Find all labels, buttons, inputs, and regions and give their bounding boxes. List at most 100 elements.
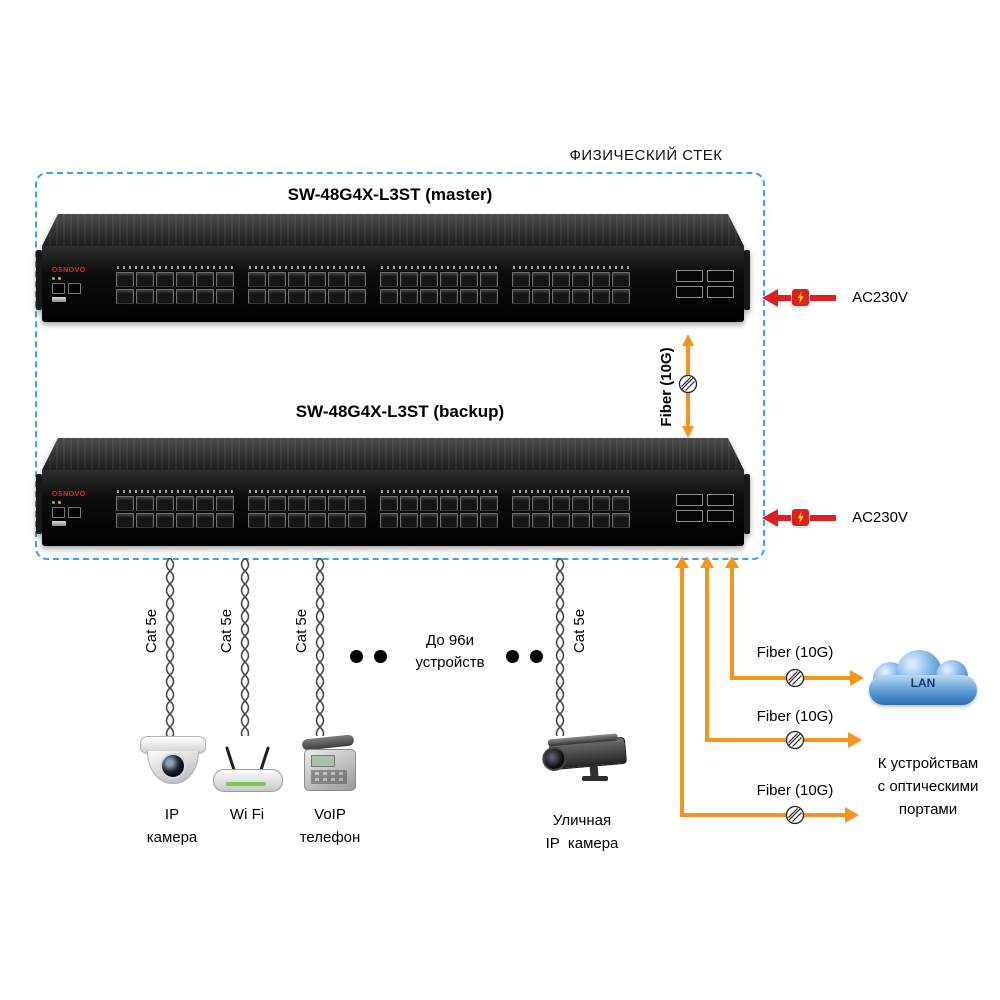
arrowhead-up bbox=[682, 334, 694, 346]
rj45-port bbox=[136, 271, 154, 287]
rj45-port-group bbox=[248, 265, 366, 304]
rj45-port bbox=[196, 512, 214, 528]
rj45-port bbox=[420, 271, 438, 287]
uplink-line-vertical-2 bbox=[705, 567, 709, 742]
rj45-port bbox=[400, 495, 418, 511]
rj45-port bbox=[612, 271, 630, 287]
rj45-port-group bbox=[512, 265, 630, 304]
rj45-port bbox=[156, 271, 174, 287]
power-arrow-master bbox=[762, 288, 836, 308]
lightning-bolt bbox=[797, 511, 804, 524]
rj45-port bbox=[612, 288, 630, 304]
fiber-line-middle bbox=[705, 738, 848, 742]
ellipsis-dot bbox=[530, 650, 543, 663]
rj45-port bbox=[308, 271, 326, 287]
voip-label-line1: VoIP bbox=[314, 806, 346, 823]
rj45-port bbox=[532, 271, 550, 287]
management-ports bbox=[52, 282, 81, 294]
ac230v-label-backup: AC230V bbox=[852, 509, 908, 526]
rj45-port-block bbox=[116, 265, 630, 304]
rj45-port bbox=[176, 271, 194, 287]
cloud-shape bbox=[869, 675, 977, 705]
fiber-top-label: Fiber (10G) bbox=[756, 644, 834, 661]
camera-sunshield bbox=[547, 733, 618, 747]
power-lightning-icon bbox=[792, 509, 809, 526]
arrowhead-left bbox=[762, 509, 778, 527]
switch-status-panel: OSNOVO bbox=[52, 267, 104, 302]
rj45-port bbox=[308, 495, 326, 511]
rj45-port bbox=[512, 288, 530, 304]
rj45-port bbox=[612, 495, 630, 511]
devices-count-note-line1: До 96и bbox=[426, 632, 474, 649]
rj45-port bbox=[440, 271, 458, 287]
rj45-port bbox=[440, 495, 458, 511]
rj45-port bbox=[552, 495, 570, 511]
rj45-port bbox=[512, 271, 530, 287]
uplink-arrowhead-3 bbox=[725, 556, 739, 568]
fiber-arrowhead-top bbox=[850, 670, 864, 686]
ip-dome-camera bbox=[140, 730, 206, 786]
devices-count-note-line2: устройств bbox=[415, 654, 485, 671]
cat5e-label-1: Cat 5e bbox=[143, 608, 160, 654]
outdoor-ip-camera bbox=[538, 730, 634, 790]
status-leds bbox=[52, 500, 61, 504]
cat5e-cable-4 bbox=[552, 557, 568, 741]
rj45-port bbox=[196, 495, 214, 511]
rj45-port bbox=[156, 512, 174, 528]
switch-top-panel bbox=[42, 438, 744, 470]
rj45-port bbox=[196, 271, 214, 287]
rj45-port-block bbox=[116, 489, 630, 528]
camera-lens bbox=[160, 753, 186, 779]
rj45-port bbox=[400, 288, 418, 304]
cat5e-cable-2 bbox=[237, 557, 253, 741]
master-switch-label: SW-48G4X-L3ST (master) bbox=[287, 185, 493, 204]
wifi-label: Wi Fi bbox=[229, 806, 265, 823]
rj45-port bbox=[328, 288, 346, 304]
rj45-port bbox=[288, 271, 306, 287]
management-ports bbox=[52, 506, 81, 518]
rj45-port bbox=[572, 271, 590, 287]
brand-logo: OSNOVO bbox=[52, 266, 86, 274]
status-leds bbox=[52, 276, 61, 280]
rj45-port-group bbox=[116, 489, 234, 528]
physical-stack-boundary bbox=[35, 172, 765, 560]
cat5e-label-4: Cat 5e bbox=[571, 608, 588, 654]
cat5e-label-3: Cat 5e bbox=[293, 608, 310, 654]
camera-body bbox=[541, 733, 628, 772]
rj45-port bbox=[512, 512, 530, 528]
switch-status-panel: OSNOVO bbox=[52, 491, 104, 526]
ip-camera-label-line1: IP bbox=[164, 806, 180, 823]
rj45-port bbox=[440, 288, 458, 304]
rj45-port bbox=[480, 495, 498, 511]
optical-devices-note-line1: К устройствам bbox=[877, 755, 979, 772]
rj45-port bbox=[480, 288, 498, 304]
rj45-port bbox=[348, 271, 366, 287]
rj45-port bbox=[348, 288, 366, 304]
ac230v-label-master: AC230V bbox=[852, 289, 908, 306]
rj45-port bbox=[136, 495, 154, 511]
brand-logo: OSNOVO bbox=[52, 490, 86, 498]
switch-top-panel bbox=[42, 214, 744, 246]
rj45-port bbox=[480, 512, 498, 528]
diagram-title: ФИЗИЧЕСКИЙ СТЕК bbox=[569, 147, 723, 164]
uplink-arrowhead-1 bbox=[675, 556, 689, 568]
camera-lens bbox=[541, 745, 568, 772]
rj45-port bbox=[308, 288, 326, 304]
rj45-port bbox=[400, 271, 418, 287]
rj45-port bbox=[196, 288, 214, 304]
rj45-port bbox=[216, 271, 234, 287]
rj45-port bbox=[532, 288, 550, 304]
rj45-port bbox=[248, 288, 266, 304]
optical-devices-note-line2: с оптическими bbox=[877, 778, 979, 795]
optical-devices-note-line3: портами bbox=[898, 801, 958, 818]
fiber-connector-symbol bbox=[785, 805, 805, 825]
rj45-port bbox=[380, 288, 398, 304]
rj45-port bbox=[116, 271, 134, 287]
rj45-port bbox=[248, 495, 266, 511]
cat5e-cable-3 bbox=[312, 557, 328, 741]
rj45-port bbox=[552, 512, 570, 528]
rj45-port bbox=[288, 512, 306, 528]
lightning-bolt bbox=[797, 291, 804, 304]
ellipsis-dot bbox=[350, 650, 363, 663]
ip-camera-label-line2: камера bbox=[146, 829, 198, 846]
